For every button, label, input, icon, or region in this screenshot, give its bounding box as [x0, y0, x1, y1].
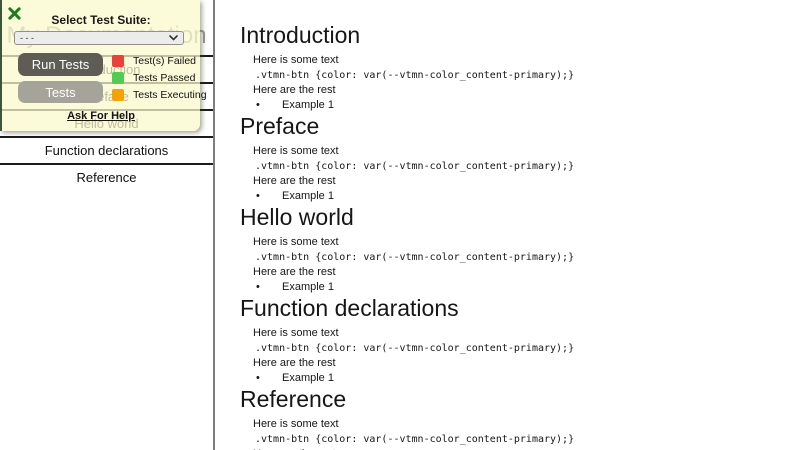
sidebar-item[interactable]: Reference [0, 163, 213, 190]
section-heading: Preface [240, 113, 320, 139]
section-list-item: Example 1 [253, 371, 800, 386]
status-color-swatch [112, 55, 124, 67]
tests-button[interactable]: Tests [18, 81, 103, 103]
legend-label: Tests Executing [133, 89, 207, 101]
legend-row: Tests Passed [112, 72, 207, 84]
section-list: Example 1 [253, 280, 800, 295]
section-body: Here is some text .vtmn-btn {color: var(-… [253, 417, 800, 450]
section-list: Example 1 [253, 189, 800, 204]
section-body: Here is some text .vtmn-btn {color: var(-… [253, 53, 800, 113]
section-heading: Reference [240, 386, 347, 412]
section-code: .vtmn-btn {color: var(--vtmn-color_conte… [255, 70, 575, 81]
status-color-swatch [112, 89, 124, 101]
section-code: .vtmn-btn {color: var(--vtmn-color_conte… [255, 252, 575, 263]
section-text: Here is some text [253, 418, 339, 430]
section-text: Here are the rest [253, 84, 336, 96]
section-text: Here are the rest [253, 447, 800, 450]
section-list: Example 1 [253, 371, 800, 386]
sidebar-item[interactable]: Function declarations [0, 136, 213, 163]
section-text: Here are the rest [253, 266, 336, 278]
section-text: Here is some text [253, 54, 339, 66]
test-suite-select-value: - - - [20, 33, 34, 43]
section-heading: Function declarations [240, 295, 459, 321]
section-list-item: Example 1 [253, 189, 800, 204]
section-list: Example 1 [253, 98, 800, 113]
section-heading: Hello world [240, 204, 354, 230]
section-list-item: Example 1 [253, 280, 800, 295]
run-tests-button[interactable]: Run Tests [18, 53, 103, 76]
section-text: Here are the rest [253, 175, 336, 187]
section-code: .vtmn-btn {color: var(--vtmn-color_conte… [255, 434, 575, 445]
section-body: Here is some text .vtmn-btn {color: var(-… [253, 144, 800, 204]
legend-row: Test(s) Failed [112, 55, 207, 67]
legend-label: Tests Passed [133, 72, 196, 84]
section-text: Here are the rest [253, 357, 336, 369]
section-text: Here is some text [253, 145, 339, 157]
section-text: Here is some text [253, 236, 339, 248]
select-test-suite-label: Select Test Suite: [51, 13, 151, 27]
section-code: .vtmn-btn {color: var(--vtmn-color_conte… [255, 343, 575, 354]
section-body: Here is some text .vtmn-btn {color: var(-… [253, 326, 800, 386]
chevron-down-icon [169, 35, 178, 41]
section-code: .vtmn-btn {color: var(--vtmn-color_conte… [255, 161, 575, 172]
section-heading: Introduction [240, 22, 361, 48]
legend-row: Tests Executing [112, 89, 207, 101]
status-color-swatch [112, 72, 124, 84]
section-body: Here is some text .vtmn-btn {color: var(-… [253, 235, 800, 295]
legend-label: Test(s) Failed [133, 55, 197, 67]
ask-for-help-link[interactable]: Ask For Help [67, 110, 135, 122]
section-list-item: Example 1 [253, 98, 800, 113]
test-suite-panel: Select Test Suite: - - - Run Tests Tests… [0, 0, 207, 131]
close-icon[interactable] [8, 7, 21, 20]
section-text: Here is some text [253, 327, 339, 339]
test-suite-select[interactable]: - - - [14, 31, 184, 45]
